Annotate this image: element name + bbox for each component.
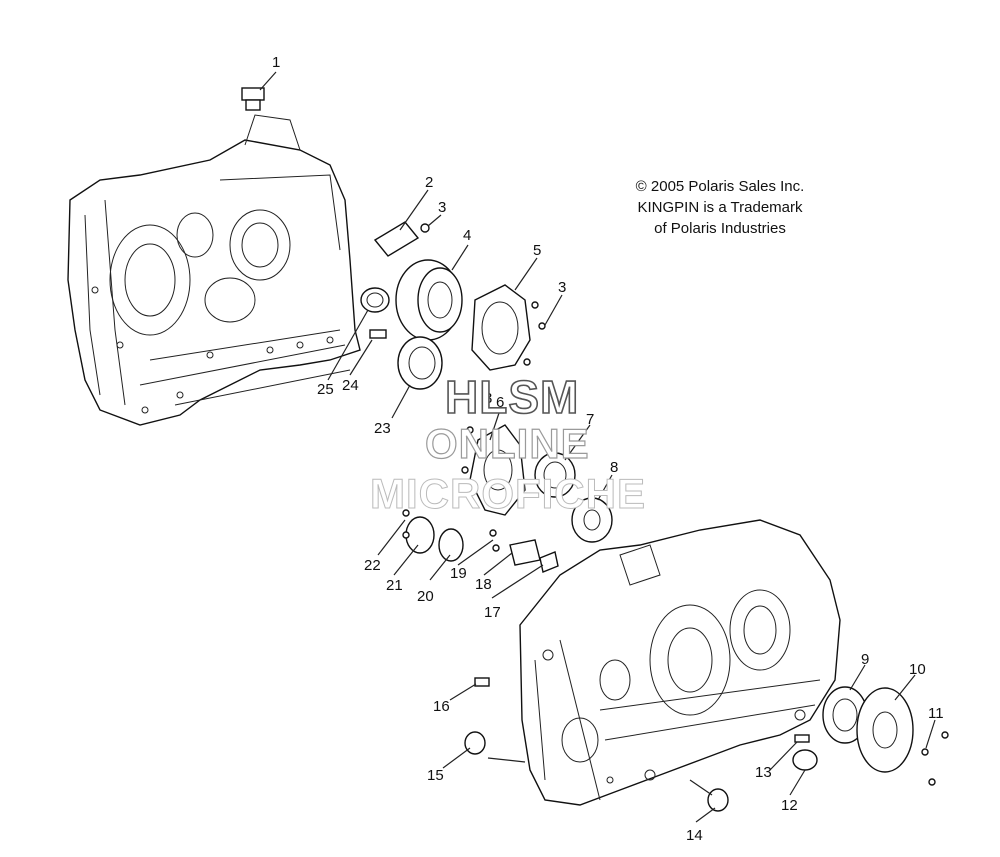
callout-14: 14	[686, 827, 703, 844]
part-7-bearing	[534, 452, 576, 498]
part-19-screws	[489, 529, 500, 552]
part-20-seal	[438, 528, 464, 562]
part-3-screw	[420, 223, 546, 366]
part-23-bearing	[397, 336, 443, 390]
part-22-screws	[402, 509, 410, 539]
callout-9: 9	[861, 651, 869, 668]
right-crankcase	[519, 519, 841, 806]
part-25-bushing	[360, 287, 390, 313]
callout-16: 16	[433, 698, 450, 715]
callout-23: 23	[374, 420, 391, 437]
part-24-dowel	[369, 329, 387, 339]
part-13-pin	[794, 734, 810, 743]
part-17-plate	[539, 551, 559, 573]
part-4-bearing	[395, 259, 463, 341]
callout-15: 15	[427, 767, 444, 784]
callout-12: 12	[781, 797, 798, 814]
callout-19: 19	[450, 565, 467, 582]
callout-6: 6	[496, 394, 504, 411]
part-16-dowel	[474, 677, 490, 687]
callout-17: 17	[484, 604, 501, 621]
callout-11: 11	[928, 705, 944, 722]
part-15-seal	[464, 731, 486, 755]
callout-22: 22	[364, 557, 381, 574]
callout-8: 8	[610, 459, 618, 476]
part-1-breather-fitting	[241, 87, 265, 111]
callout-2: 2	[425, 174, 433, 191]
callout-20: 20	[417, 588, 434, 605]
copyright-line-2: KINGPIN is a Trademark	[637, 199, 803, 216]
left-crankcase	[67, 114, 361, 426]
callout-1: 1	[272, 54, 280, 71]
part-2-plate	[373, 221, 420, 257]
callout-3: 3	[438, 199, 446, 216]
part-21-ring	[405, 516, 435, 554]
callout-7: 7	[586, 411, 594, 428]
part-5-gasket	[471, 284, 531, 371]
part-6-cover	[461, 424, 526, 516]
callout-3c: 3	[484, 390, 492, 407]
callout-5: 5	[533, 242, 541, 259]
callout-numbers: 1 2 3 4 5 3 3 6 7 8 9 10 11 12 13 14 15 …	[272, 54, 944, 844]
part-18-bracket	[509, 539, 541, 566]
copyright-notice: © 2005 Polaris Sales Inc. KINGPIN is a T…	[600, 176, 840, 239]
callout-13: 13	[755, 764, 772, 781]
callout-21: 21	[386, 577, 403, 594]
callout-4: 4	[463, 227, 471, 244]
part-14-seal	[707, 788, 729, 812]
part-8-seal	[571, 497, 613, 543]
callout-10: 10	[909, 661, 926, 678]
part-11-screws	[921, 731, 949, 786]
watermark-line-2: ONLINE	[424, 419, 590, 467]
copyright-line-1: © 2005 Polaris Sales Inc.	[635, 178, 805, 195]
watermark-line-3: MICROFICHE	[370, 470, 646, 518]
callout-3b: 3	[558, 279, 566, 296]
part-12-plug	[792, 749, 818, 771]
callout-25: 25	[317, 381, 334, 398]
callout-18: 18	[475, 576, 492, 593]
watermark-line-1: HLSM	[444, 370, 580, 424]
copyright-line-3: of Polaris Industries	[654, 220, 786, 237]
leader-lines	[259, 71, 936, 823]
part-9-bearing	[822, 686, 868, 744]
callout-24: 24	[342, 377, 359, 394]
part-10-plate	[856, 687, 914, 773]
